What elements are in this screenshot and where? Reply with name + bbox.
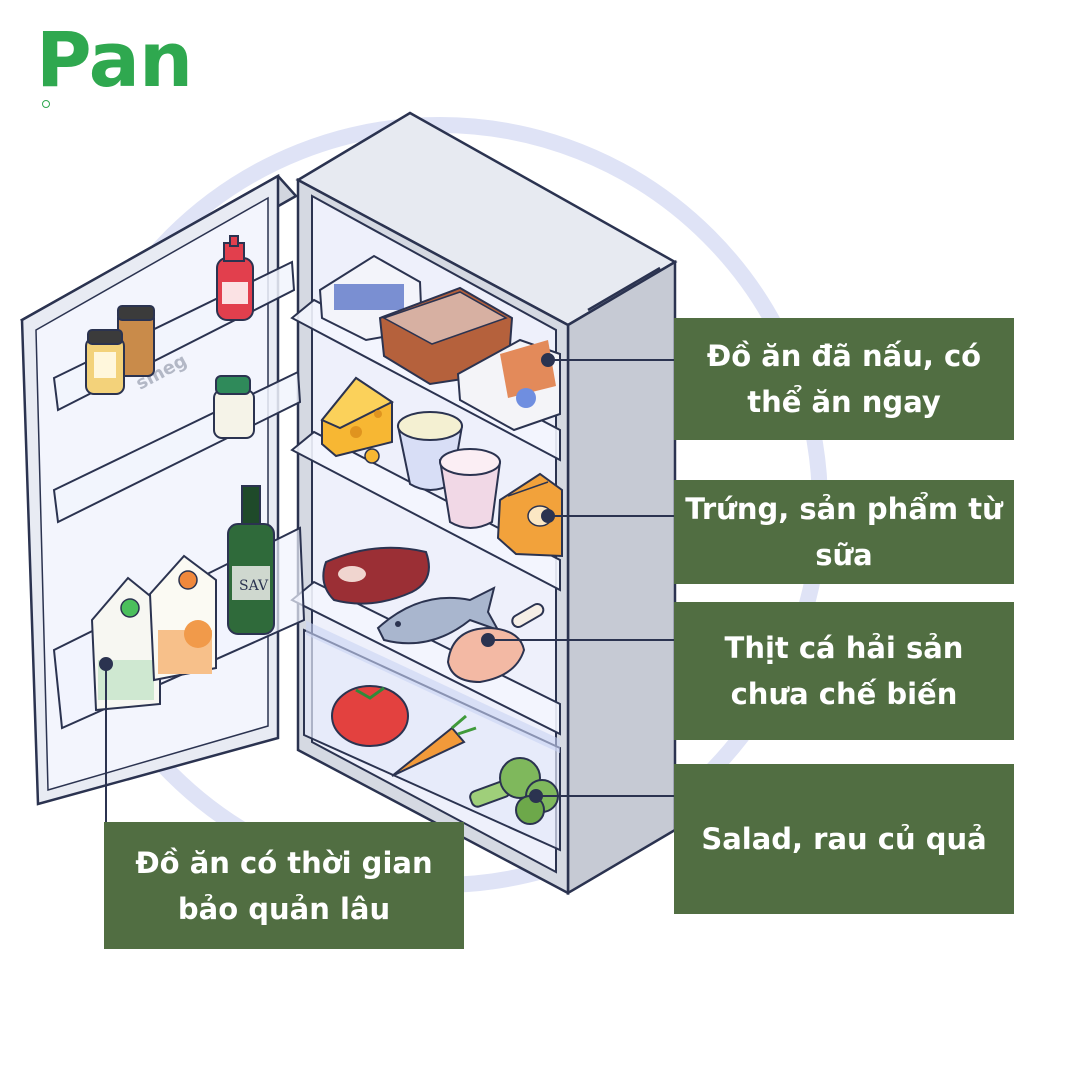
callout-meat-line2: chưa chế biến [725, 671, 964, 717]
callout-long-shelf-life: Đồ ăn có thời gian bảo quản lâu [104, 822, 464, 949]
fridge-door: smeg [22, 176, 304, 804]
fridge-side [568, 262, 675, 893]
sauce-jar-icon [214, 376, 254, 438]
tomato-icon [332, 686, 408, 746]
callout-meat-line1: Thịt cá hải sản [725, 625, 964, 671]
callout-door-line1: Đồ ăn có thời gian [135, 840, 432, 886]
logo-accent-icon [42, 100, 50, 108]
callout-dairy-line2: sữa [685, 532, 1002, 578]
callout-raw-meat-fish: Thịt cá hải sản chưa chế biến [674, 602, 1014, 740]
callout-salad-line1: Salad, rau củ quả [701, 816, 986, 862]
callout-cooked-line1: Đồ ăn đã nấu, có [707, 333, 981, 379]
brand-logo: Pan [36, 22, 192, 98]
wine-label-text: SAV [239, 578, 269, 594]
callout-eggs-dairy: Trứng, sản phẩm từ sữa [674, 480, 1014, 584]
callout-cooked-line2: thể ăn ngay [707, 379, 981, 425]
callout-salad-vegetables: Salad, rau củ quả [674, 764, 1014, 914]
callout-dairy-line1: Trứng, sản phẩm từ [685, 486, 1002, 532]
callout-door-line2: bảo quản lâu [135, 886, 432, 932]
callout-cooked-food: Đồ ăn đã nấu, có thể ăn ngay [674, 318, 1014, 440]
